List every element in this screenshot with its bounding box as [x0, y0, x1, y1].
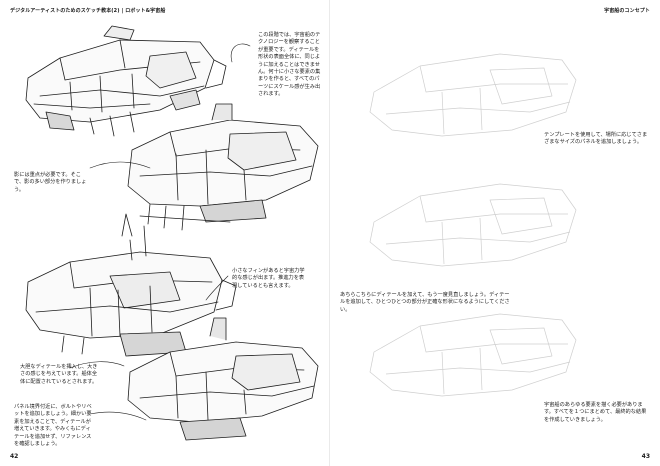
- right-page-header: 宇宙船のコンセプト: [604, 8, 650, 14]
- faint-template-illustrations: [369, 53, 577, 397]
- spaceship-sketch-3: [25, 213, 237, 357]
- left-page-header: デジタルアーティストのためのスケッチ教本(2) | ロボット&宇宙船: [10, 8, 166, 14]
- note-final-result: 宇宙船のあらゆる要素を描く必要があります。すべてを１つにまとめて、最終的な結果を…: [544, 402, 647, 423]
- note-fins: 小さなフィンがあると宇宙力学的な感じが出ます。推進力を表現しているとも言えます。: [232, 268, 305, 289]
- spaceship-sketch-4: [127, 317, 319, 441]
- note-scale-detail: この段階では、宇宙船のテクノロジーを観察することが重要です。ディテールを形状の表…: [258, 32, 321, 98]
- left-page: デジタルアーティストのためのスケッチ教本(2) | ロボット&宇宙船: [10, 8, 321, 460]
- right-page: 宇宙船のコンセプト: [330, 0, 660, 466]
- note-template-panels: テンプレートを使用して、場所に応じてさまざまなサイズのパネルを追加しましょう。: [544, 132, 648, 146]
- template-ship-1: [369, 53, 577, 137]
- template-ship-3: [369, 313, 577, 397]
- spaceship-sketch-illustrations: [25, 25, 319, 441]
- note-refine-details: あちらこちらにディテールを加えて、もう一度見直しましょう。ディテールを追加して、…: [340, 292, 510, 313]
- left-page-number: 42: [10, 453, 19, 460]
- annotation-leader-lines: [69, 43, 251, 421]
- template-ship-2: [369, 183, 577, 267]
- spaceship-sketch-2: [127, 103, 319, 231]
- note-shadow: 影には重点が必要です。そこで、影の多い部分を作りましょう。: [14, 172, 87, 193]
- right-page-number: 43: [641, 453, 650, 460]
- spaceship-sketch-1: [25, 25, 227, 137]
- note-bold-detail: 大胆なディテールを挿入し、大きさの感じを与えています。船体全体に配置されていると…: [20, 364, 98, 385]
- note-bolts-rivets: パネル境界付近に、ボルトやリベットを追加しましょう。細かい要素を加えることで、デ…: [14, 404, 92, 448]
